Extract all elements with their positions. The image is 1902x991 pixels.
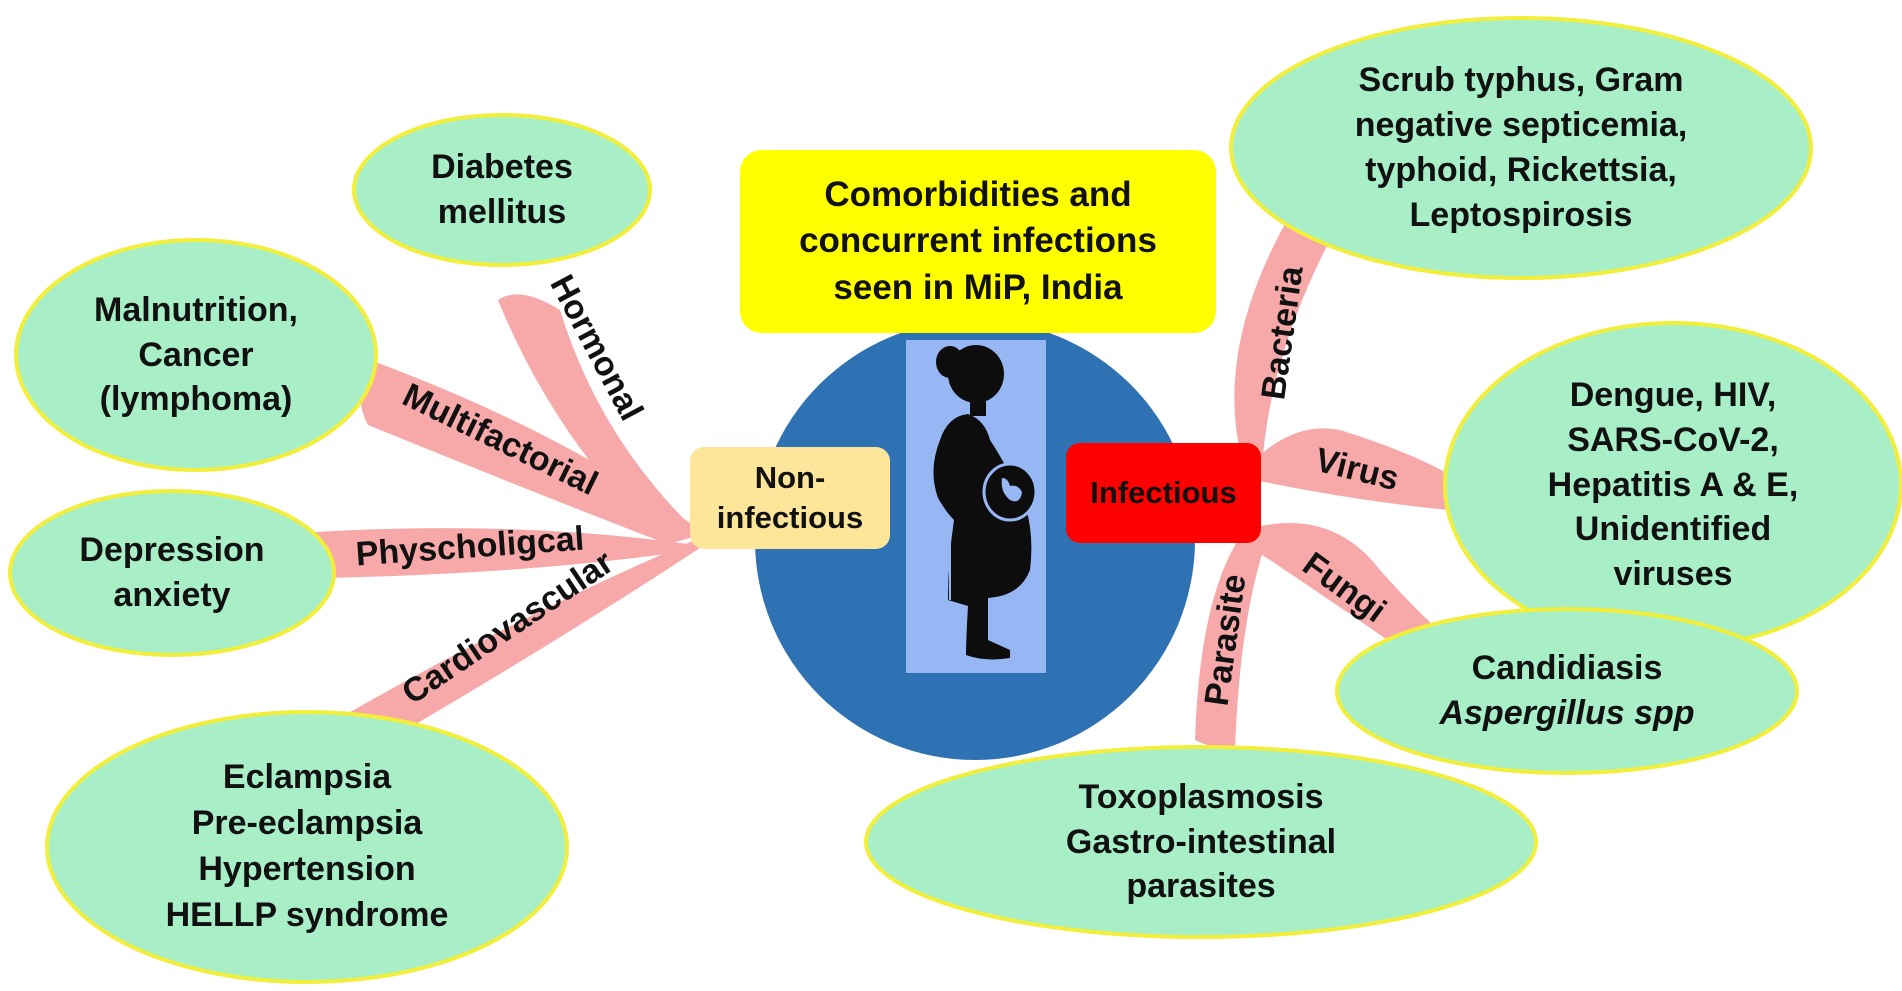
psychological-line-2: anxiety bbox=[113, 576, 231, 614]
branch-virus bbox=[1245, 428, 1462, 510]
virus-line-1: Dengue, HIV, bbox=[1569, 375, 1777, 414]
cardiovascular-line-1: Eclampsia bbox=[222, 758, 392, 797]
oval-multifactorial-shape bbox=[14, 238, 378, 472]
oval-parasite: Toxoplasmosis Gastro-intestinal parasite… bbox=[866, 747, 1536, 937]
hormonal-line-2: mellitus bbox=[437, 193, 567, 231]
oval-hormonal-shape bbox=[352, 113, 652, 267]
branch-cardiovascular bbox=[345, 540, 700, 739]
psychological-line-1: Depression bbox=[79, 531, 265, 570]
non-infectious-line-2: infectious bbox=[716, 500, 864, 535]
parasite-line-3: parasites bbox=[1126, 867, 1276, 906]
oval-cardiovascular-shape bbox=[45, 710, 569, 984]
branch-multifactorial bbox=[360, 360, 700, 545]
virus-line-2: SARS-CoV-2, bbox=[1567, 420, 1779, 459]
multifactorial-line-3: (lymphoma) bbox=[99, 380, 293, 419]
bacteria-line-1: Scrub typhus, Gram bbox=[1358, 60, 1684, 99]
title-line-3: seen in MiP, India bbox=[833, 267, 1123, 307]
bacteria-line-3: typhoid, Rickettsia, bbox=[1365, 151, 1677, 189]
title-line-1: Comorbidities and bbox=[824, 175, 1132, 215]
oval-multifactorial: Malnutrition, Cancer (lymphoma) bbox=[16, 240, 376, 470]
oval-psychological-shape bbox=[8, 489, 336, 657]
virus-line-4: Unidentified bbox=[1574, 510, 1772, 549]
parasite-line-1: Toxoplasmosis bbox=[1078, 777, 1324, 816]
fungi-line-1: Candidiasis bbox=[1471, 649, 1663, 688]
oval-parasite-shape bbox=[864, 745, 1538, 939]
infectious-text: Infectious bbox=[1090, 474, 1237, 510]
fungi-line-2: Aspergillus spp bbox=[1439, 694, 1695, 732]
title-box-shape bbox=[740, 150, 1216, 333]
cardiovascular-line-4: HELLP syndrome bbox=[165, 895, 449, 934]
branch-parasite bbox=[1195, 530, 1265, 749]
oval-fungi-shape bbox=[1335, 607, 1799, 775]
bacteria-line-4: Leptospirosis bbox=[1409, 196, 1633, 235]
branch-hormonal bbox=[498, 294, 700, 545]
oval-bacteria-shape bbox=[1229, 16, 1813, 280]
oval-hormonal: Diabetes mellitus bbox=[354, 115, 650, 265]
hormonal-line-1: Diabetes bbox=[431, 148, 573, 187]
non-infectious-box-shape bbox=[690, 447, 890, 549]
title-line-2: concurrent infections bbox=[799, 221, 1157, 261]
oval-virus: Dengue, HIV, SARS-CoV-2, Hepatitis A & E… bbox=[1445, 323, 1901, 647]
branch-bacteria bbox=[1234, 215, 1330, 470]
multifactorial-line-1: Malnutrition, bbox=[94, 290, 298, 329]
virus-line-5: viruses bbox=[1613, 555, 1733, 594]
bacteria-line-2: negative septicemia, bbox=[1354, 105, 1688, 144]
multifactorial-line-2: Cancer bbox=[138, 335, 254, 374]
branch-psychological bbox=[307, 528, 695, 578]
non-infectious-label: Non- infectious bbox=[690, 447, 890, 549]
oval-psychological: Depression anxiety bbox=[10, 491, 334, 655]
cardiovascular-line-3: Hypertension bbox=[198, 850, 416, 888]
oval-fungi: Candidiasis Aspergillus spp bbox=[1337, 609, 1797, 773]
non-infectious-line-1: Non- bbox=[754, 459, 826, 495]
parasite-line-2: Gastro-intestinal bbox=[1065, 822, 1337, 861]
cardiovascular-line-2: Pre-eclampsia bbox=[191, 804, 423, 843]
oval-bacteria: Scrub typhus, Gram negative septicemia, … bbox=[1231, 18, 1811, 278]
virus-line-3: Hepatitis A & E, bbox=[1547, 465, 1799, 504]
branch-fungi bbox=[1240, 523, 1448, 652]
pregnant-woman-icon bbox=[933, 345, 1038, 660]
infectious-label: Infectious bbox=[1066, 443, 1261, 543]
infectious-box-shape bbox=[1066, 443, 1261, 543]
oval-cardiovascular: Eclampsia Pre-eclampsia Hypertension HEL… bbox=[47, 712, 567, 982]
title-text: Comorbidities and concurrent infections … bbox=[740, 150, 1216, 333]
